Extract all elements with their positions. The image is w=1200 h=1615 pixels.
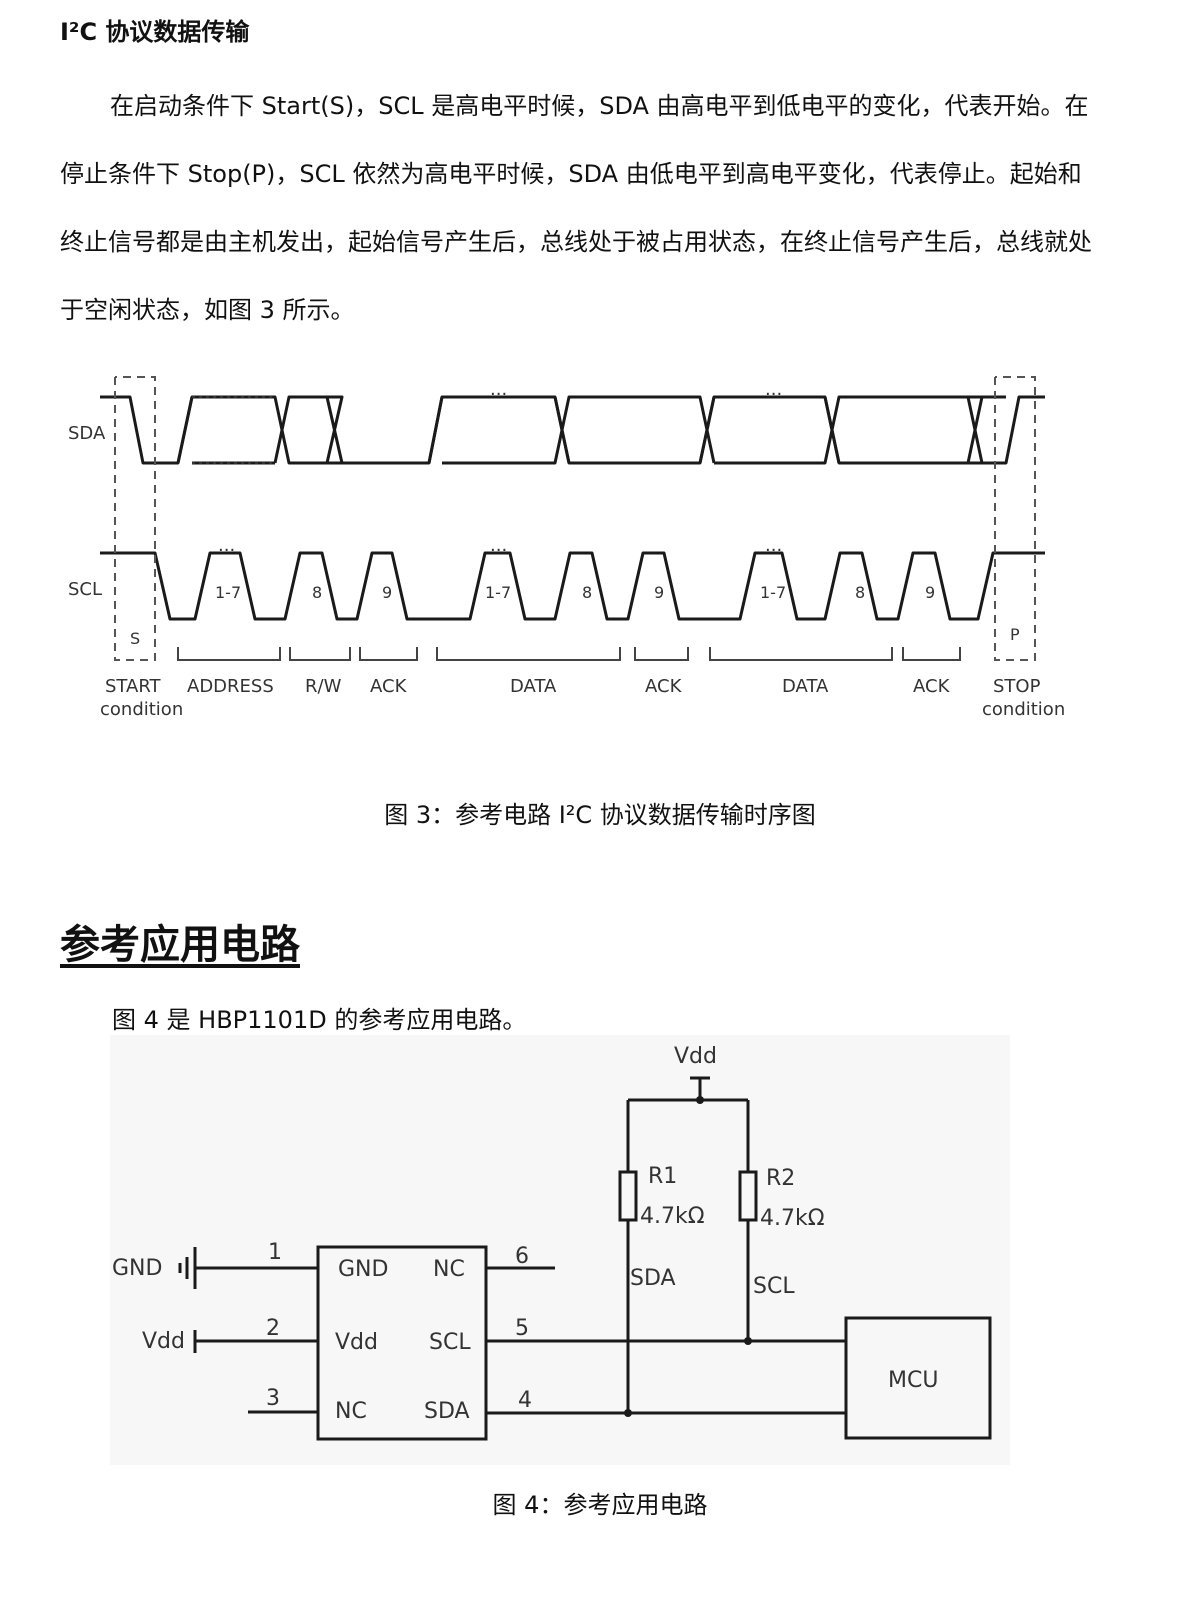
chip-pin-nc-left: NC — [335, 1399, 367, 1424]
start-condition-line2: condition — [100, 699, 183, 720]
clock-label-3: 9 — [382, 583, 392, 602]
mcu-label: MCU — [888, 1368, 938, 1393]
reference-circuit: Vdd R1 4.7kΩ R2 4.7kΩ SDA SCL GND Vdd 1 … — [110, 1035, 1010, 1465]
i2c-timing-diagram: SDA SCL S P 1-7 8 9 1-7 8 9 1-7 8 9 ... … — [68, 376, 1065, 720]
app-description: 图 4 是 HBP1101D 的参考应用电路。 — [112, 1006, 527, 1034]
segment-ack-2: ACK — [645, 676, 683, 697]
dots-3: ... — [765, 535, 782, 556]
clock-label-6: 9 — [654, 583, 664, 602]
pin-number-6: 6 — [515, 1244, 529, 1269]
stop-bracket — [994, 376, 1036, 661]
section-heading-app: 参考应用电路 — [60, 922, 300, 968]
r1-value: 4.7kΩ — [640, 1204, 705, 1229]
clock-label-2: 8 — [312, 583, 322, 602]
gnd-label: GND — [112, 1256, 162, 1281]
clock-label-7: 1-7 — [760, 583, 786, 602]
dots-4: ... — [490, 379, 507, 400]
mcu-block — [844, 1316, 992, 1440]
vdd-left-label: Vdd — [142, 1329, 185, 1354]
pin-number-2: 2 — [266, 1316, 280, 1341]
clock-label-4: 1-7 — [485, 583, 511, 602]
chip-pin-sda: SDA — [424, 1399, 470, 1424]
section-heading-i2c: I²C 协议数据传输 — [60, 18, 250, 46]
segment-ack-1: ACK — [370, 676, 408, 697]
segment-data-2: DATA — [782, 676, 829, 697]
chip-pin-vdd: Vdd — [335, 1330, 378, 1355]
start-condition-line1: START — [105, 676, 162, 697]
stop-condition-line1: STOP — [993, 676, 1041, 697]
net-sda-label: SDA — [630, 1266, 676, 1291]
chip-pin-scl: SCL — [429, 1330, 471, 1355]
chip-pin-nc-right: NC — [433, 1257, 465, 1282]
net-scl-label: SCL — [753, 1274, 795, 1299]
r1-name: R1 — [648, 1164, 677, 1189]
i2c-description: 在启动条件下 Start(S)，SCL 是高电平时候，SDA 由高电平到低电平的… — [60, 72, 1100, 344]
stop-marker: P — [1010, 625, 1020, 644]
i2c-description-text: 在启动条件下 Start(S)，SCL 是高电平时候，SDA 由高电平到低电平的… — [60, 92, 1092, 324]
start-marker: S — [130, 629, 140, 648]
dots-1: ... — [218, 535, 235, 556]
dots-5: ... — [765, 379, 782, 400]
start-bracket — [114, 376, 156, 661]
scl-label: SCL — [68, 579, 102, 600]
segment-rw: R/W — [305, 676, 342, 697]
segment-data-1: DATA — [510, 676, 557, 697]
figure3-caption: 图 3：参考电路 I²C 协议数据传输时序图 — [384, 801, 816, 829]
clock-label-5: 8 — [582, 583, 592, 602]
pin-number-5: 5 — [515, 1316, 529, 1341]
figure4-caption: 图 4：参考应用电路 — [492, 1491, 708, 1519]
dots-2: ... — [490, 535, 507, 556]
stop-condition-line2: condition — [982, 699, 1065, 720]
clock-label-1: 1-7 — [215, 583, 241, 602]
r2-value: 4.7kΩ — [760, 1206, 825, 1231]
pin-number-1: 1 — [268, 1240, 282, 1265]
scl-waveform — [100, 551, 1045, 621]
chip-pin-gnd: GND — [338, 1257, 388, 1282]
r2-name: R2 — [766, 1166, 795, 1191]
pin-number-3: 3 — [266, 1386, 280, 1411]
sensor-chip — [316, 1245, 488, 1441]
segment-address: ADDRESS — [187, 676, 274, 697]
clock-label-8: 8 — [855, 583, 865, 602]
sda-label: SDA — [68, 423, 106, 444]
sda-waveform-start — [100, 395, 1045, 465]
clock-label-9: 9 — [925, 583, 935, 602]
segment-ack-3: ACK — [913, 676, 951, 697]
sda-waveform-alt — [176, 396, 194, 464]
vdd-top-label: Vdd — [674, 1044, 717, 1069]
pin-number-4: 4 — [518, 1388, 532, 1413]
